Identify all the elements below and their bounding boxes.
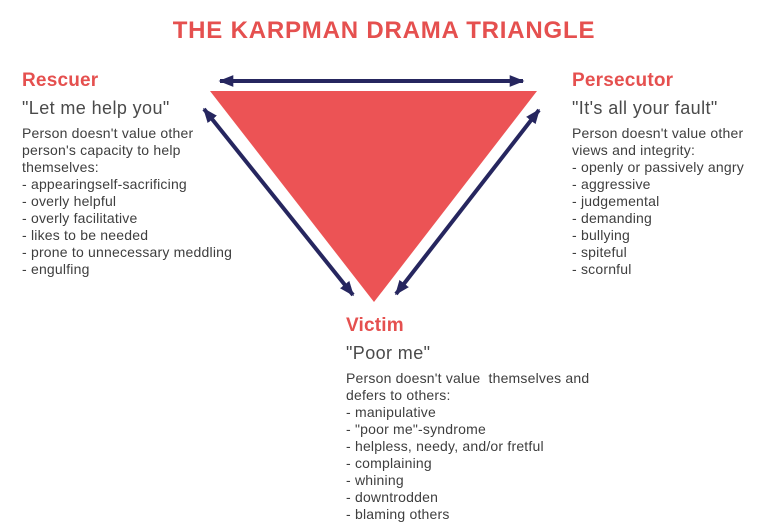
section-description-persecutor: Person doesn't value other views and int… <box>572 125 744 158</box>
trait-item: - openly or passively angry <box>572 159 744 175</box>
trait-item: - engulfing <box>22 261 90 277</box>
trait-item: - appearingself-sacrificing <box>22 176 187 192</box>
trait-item: - blaming others <box>346 506 450 522</box>
trait-item: - likes to be needed <box>22 227 149 243</box>
triangle-shape <box>210 91 537 302</box>
section-quote-rescuer: "Let me help you" <box>22 98 170 118</box>
section-title-persecutor: Persecutor <box>572 70 674 91</box>
section-quote-persecutor: "It's all your fault" <box>572 98 718 118</box>
arrow-rescuer-victim <box>202 107 355 297</box>
trait-item: - demanding <box>572 210 653 226</box>
section-title-victim: Victim <box>346 315 404 336</box>
trait-item: - complaining <box>346 455 432 471</box>
trait-item: - spiteful <box>572 244 627 260</box>
rescuer-section: Rescuer "Let me help you" Person doesn't… <box>22 71 254 278</box>
trait-item: - bullying <box>572 227 631 243</box>
trait-item: - prone to unnecessary meddling <box>22 244 233 260</box>
trait-list-victim: - manipulative- "poor me"-syndrome- help… <box>346 404 656 523</box>
trait-item: - manipulative <box>346 404 436 420</box>
victim-section: Victim "Poor me" Person doesn't value th… <box>346 316 656 523</box>
section-description-victim: Person doesn't value themselves and defe… <box>346 370 590 403</box>
section-description-rescuer: Person doesn't value other person's capa… <box>22 125 194 175</box>
trait-item: - overly facilitative <box>22 210 138 226</box>
trait-item: - scornful <box>572 261 632 277</box>
section-quote-victim: "Poor me" <box>346 343 431 363</box>
trait-item: - downtrodden <box>346 489 439 505</box>
trait-item: - aggressive <box>572 176 651 192</box>
section-title-rescuer: Rescuer <box>22 70 99 91</box>
arrow-persecutor-victim <box>394 108 541 296</box>
trait-list-persecutor: - openly or passively angry- aggressive-… <box>572 159 767 278</box>
trait-item: - judgemental <box>572 193 660 209</box>
trait-item: - "poor me"-syndrome <box>346 421 486 437</box>
trait-item: - overly helpful <box>22 193 117 209</box>
trait-list-rescuer: - appearingself-sacrificing- overly help… <box>22 176 254 278</box>
page-title: THE KARPMAN DRAMA TRIANGLE <box>172 17 596 44</box>
persecutor-section: Persecutor "It's all your fault" Person … <box>572 71 767 278</box>
trait-item: - whining <box>346 472 404 488</box>
trait-item: - helpless, needy, and/or fretful <box>346 438 544 454</box>
